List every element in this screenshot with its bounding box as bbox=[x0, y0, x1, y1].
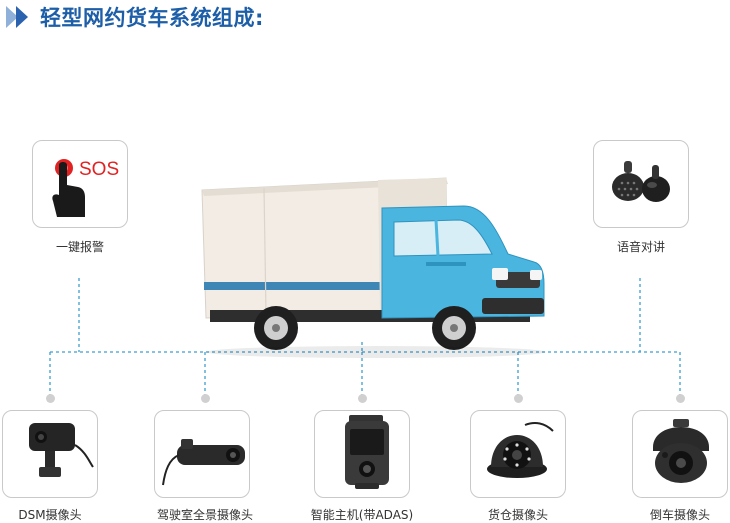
reverse-device-label: 倒车摄像头 bbox=[649, 508, 710, 522]
host-device-label: 智能主机(带ADAS) bbox=[310, 508, 414, 522]
connector-dot-dsm bbox=[45, 393, 55, 403]
truck-illustration bbox=[201, 177, 546, 358]
sos-icon-text: SOS bbox=[79, 159, 119, 180]
sos-device-label: 一键报警 bbox=[55, 240, 104, 254]
host-device-box bbox=[314, 410, 410, 498]
dsm-camera-icon bbox=[29, 423, 94, 477]
reverse-device-box bbox=[632, 410, 728, 498]
connector-dot-cargo bbox=[513, 393, 523, 403]
connector-dot-cabin bbox=[200, 393, 210, 403]
cabin-device-box bbox=[154, 410, 250, 498]
cargo-device-label: 货仓摄像头 bbox=[487, 508, 548, 522]
dsm-device-label: DSM摄像头 bbox=[18, 508, 82, 522]
smart-host-icon bbox=[345, 415, 389, 489]
reverse-camera-icon bbox=[653, 419, 709, 483]
dome-camera-icon bbox=[487, 422, 554, 478]
title-arrow-icon bbox=[6, 6, 28, 28]
intercom-device-label: 语音对讲 bbox=[616, 240, 665, 254]
cabin-camera-icon bbox=[162, 439, 245, 486]
sos-button-icon: SOS bbox=[52, 159, 119, 217]
connector-dot-reverse bbox=[675, 393, 685, 403]
sos-device-box: SOS bbox=[32, 140, 128, 228]
speaker-microphone-icon bbox=[612, 161, 670, 202]
connector-dot-host bbox=[357, 393, 367, 403]
intercom-device-box bbox=[593, 140, 689, 228]
dsm-device-box bbox=[2, 410, 98, 498]
cabin-device-label: 驾驶室全景摄像头 bbox=[156, 508, 253, 522]
page-title: 轻型网约货车系统组成: bbox=[40, 6, 264, 30]
cargo-device-box bbox=[470, 410, 566, 498]
